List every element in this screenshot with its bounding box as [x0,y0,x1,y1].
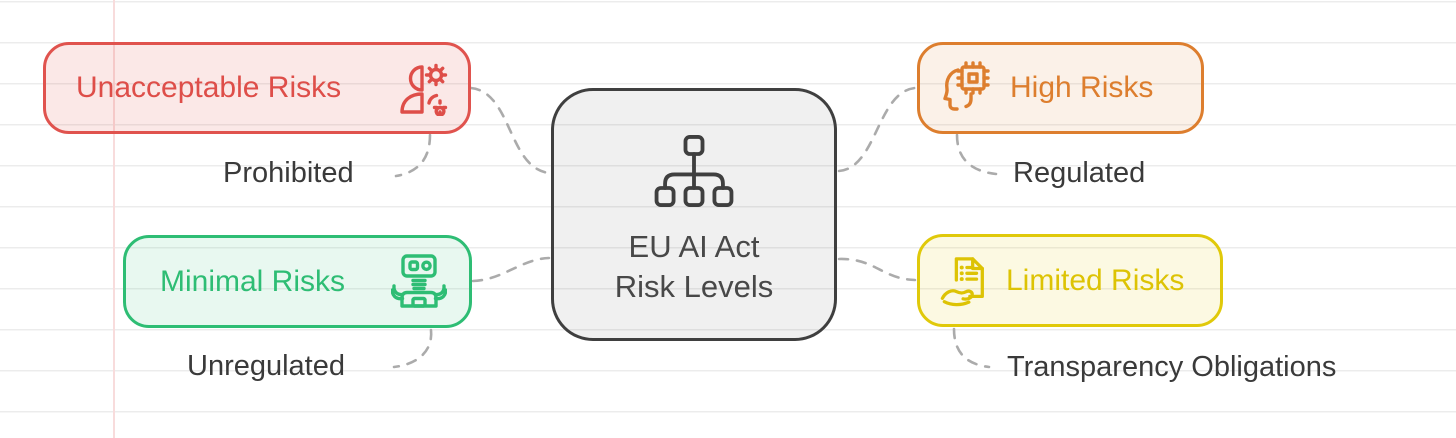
background-vertical-guide [113,0,115,438]
sublabel-prohibited: Prohibited [223,157,354,189]
head-chip-icon [938,61,992,115]
connector-center-limited [837,257,917,282]
node-limited-risks[interactable]: Limited Risks [917,234,1223,327]
node-minimal-risks-label: Minimal Risks [160,264,346,298]
robot-icon [391,253,447,311]
connector-unacceptable-prohibited [394,133,432,178]
sublabel-unregulated: Unregulated [187,350,345,382]
node-high-risks[interactable]: High Risks [917,42,1204,134]
connector-limited-transparency [952,327,991,369]
connector-minimal-unregulated [392,328,433,369]
node-limited-risks-label: Limited Risks [1006,263,1185,297]
connector-unacceptable-center [469,86,551,175]
hierarchy-icon [654,131,734,211]
person-gears-icon [396,60,448,116]
sublabel-transparency-obligations: Transparency Obligations [1007,351,1337,383]
hand-document-icon [940,253,990,309]
node-unacceptable-risks-label: Unacceptable Risks [76,71,342,104]
node-high-risks-label: High Risks [1010,71,1154,104]
center-node-title: EU AI Act Risk Levels [615,227,774,307]
node-unacceptable-risks[interactable]: Unacceptable Risks [43,42,471,134]
connector-minimal-center [471,256,551,283]
connector-center-high [837,86,917,173]
center-title-line1: EU AI Act [628,229,760,264]
connector-high-regulated [955,133,998,176]
center-title-line2: Risk Levels [614,269,774,304]
node-minimal-risks[interactable]: Minimal Risks [123,235,472,328]
center-node-eu-ai-act[interactable]: EU AI Act Risk Levels [551,88,837,341]
sublabel-regulated: Regulated [1013,157,1146,189]
